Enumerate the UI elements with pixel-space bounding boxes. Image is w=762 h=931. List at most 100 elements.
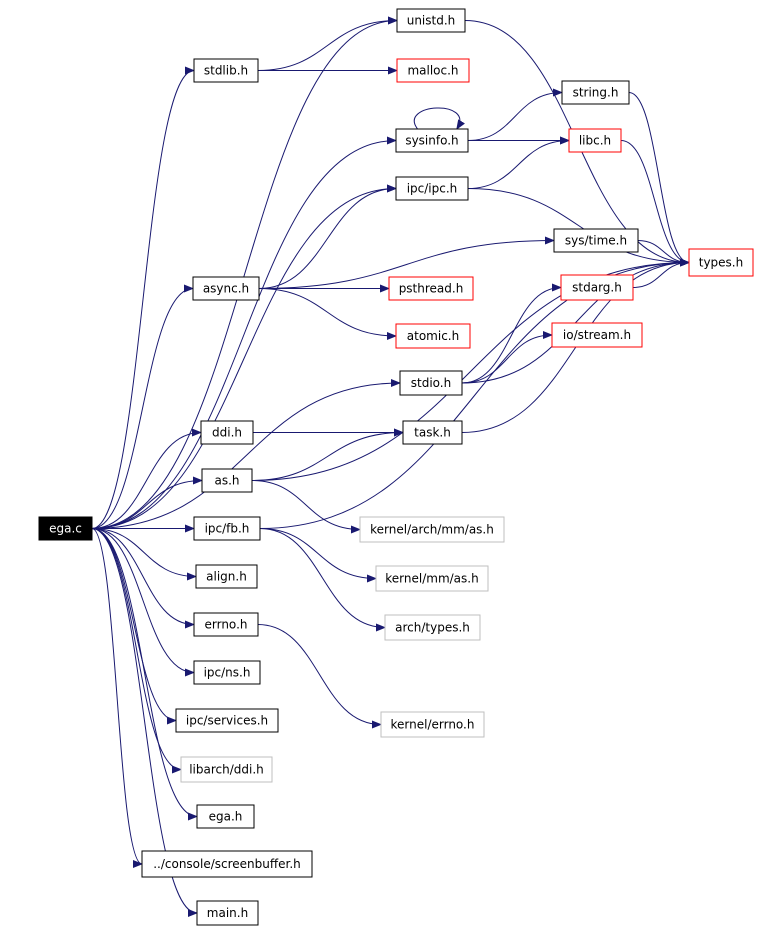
node-box [196,900,259,926]
node-box [688,248,754,277]
node-label: align.h [206,570,247,584]
node-label: ega.h [209,810,243,824]
node-string-h[interactable]: string.h [561,80,630,105]
node-ddi-h[interactable]: ddi.h [200,420,254,445]
node-box [568,128,622,153]
node-label: async.h [203,282,249,296]
node-kernel-mm-as-h[interactable]: kernel/mm/as.h [375,565,489,592]
node-box [200,420,254,445]
node-box [193,58,259,83]
node-box [193,516,261,541]
node-box [201,468,253,493]
node-label: kernel/mm/as.h [385,572,478,586]
node-box [396,8,466,33]
node-stdio-h[interactable]: stdio.h [399,370,463,396]
node-label: atomic.h [407,329,459,343]
node-ega-c[interactable]: ega.c [38,516,93,541]
node-box [193,660,261,685]
edge-ega-c-to-console-screenbuffer-h [91,528,143,868]
edges [91,16,690,917]
node-box [375,565,489,592]
node-stdarg-h[interactable]: stdarg.h [560,274,634,301]
edge-ega-c-to-ipc-ipc-h [91,184,397,529]
node-box [193,612,259,637]
node-ega-h[interactable]: ega.h [196,804,255,829]
edge-async-h-to-sys-time-h [258,236,555,289]
node-errno-h[interactable]: errno.h [193,612,259,637]
node-box [141,850,313,878]
edge-sysinfo-h-to-sysinfo-h [414,107,465,130]
edge-ega-c-to-unistd-h [91,16,398,529]
node-label: ../console/screenbuffer.h [153,857,301,871]
edge-sys-time-h-to-types-h [637,240,690,267]
node-box [395,323,471,349]
edge-ega-c-to-libarch-ddi-h [91,528,182,774]
node-as-h[interactable]: as.h [201,468,253,493]
node-atomic-h[interactable]: atomic.h [395,323,471,349]
node-label: unistd.h [407,14,456,28]
node-psthread-h[interactable]: psthread.h [388,276,474,301]
edge-as-h-to-task-h [251,428,404,481]
node-main-h[interactable]: main.h [196,900,259,926]
node-unistd-h[interactable]: unistd.h [396,8,466,33]
node-libc-h[interactable]: libc.h [568,128,622,153]
edge-ega-c-to-ipc-services-h [91,528,177,725]
node-box [560,274,634,301]
edge-as-h-to-kernel-arch-mm-as-h [251,480,361,534]
node-kernel-arch-mm-as-h[interactable]: kernel/arch/mm/as.h [359,516,505,543]
edge-ega-c-to-as-h [91,476,203,529]
node-io-stream-h[interactable]: io/stream.h [551,322,643,348]
node-label: stdio.h [411,376,451,390]
node-malloc-h[interactable]: malloc.h [396,58,470,83]
node-box [192,276,260,301]
node-label: ddi.h [212,426,242,440]
node-box [196,804,255,829]
node-sys-time-h[interactable]: sys/time.h [553,228,639,253]
node-async-h[interactable]: async.h [192,276,260,301]
node-box [180,756,273,783]
edge-ega-c-to-stdlib-h [91,66,195,529]
node-task-h[interactable]: task.h [402,420,463,445]
node-label: ega.c [49,522,82,536]
node-label: as.h [214,474,239,488]
edge-async-h-to-atomic-h [258,288,397,340]
node-types-h[interactable]: types.h [688,248,754,277]
node-label: malloc.h [407,64,458,78]
edge-stdio-h-to-stdarg-h [461,283,562,384]
node-box [399,370,463,396]
node-label: ipc/ns.h [204,666,251,680]
edge-ipc-ipc-h-to-libc-h [467,136,570,189]
node-ipc-ns-h[interactable]: ipc/ns.h [193,660,261,685]
edge-string-h-to-types-h [628,92,690,267]
node-ipc-fb-h[interactable]: ipc/fb.h [193,516,261,541]
edge-libc-h-to-types-h [620,140,690,267]
node-box [551,322,643,348]
node-arch-types-h[interactable]: arch/types.h [384,614,481,641]
node-label: task.h [414,426,451,440]
node-label: ipc/fb.h [205,522,250,536]
node-box [402,420,463,445]
node-box [561,80,630,105]
node-sysinfo-h[interactable]: sysinfo.h [395,128,469,153]
node-label: libc.h [579,134,611,148]
node-box [380,711,485,738]
edge-ega-c-to-sysinfo-h [91,136,397,529]
node-label: ipc/ipc.h [407,182,458,196]
edge-as-h-to-types-h [251,258,690,481]
node-stdlib-h[interactable]: stdlib.h [193,58,259,83]
node-kernel-errno-h[interactable]: kernel/errno.h [380,711,485,738]
node-box [395,176,469,201]
node-label: string.h [573,86,619,100]
node-console-screenbuffer-h[interactable]: ../console/screenbuffer.h [141,850,313,878]
node-label: io/stream.h [563,328,631,342]
node-label: sys/time.h [565,234,627,248]
edge-ipc-fb-h-to-arch-types-h [259,528,386,632]
node-label: psthread.h [399,282,464,296]
node-ipc-services-h[interactable]: ipc/services.h [175,708,279,733]
node-box [359,516,505,543]
node-libarch-ddi-h[interactable]: libarch/ddi.h [180,756,273,783]
edge-ega-c-to-ipc-ns-h [91,528,195,677]
node-label: main.h [207,906,248,920]
node-ipc-ipc-h[interactable]: ipc/ipc.h [395,176,469,201]
node-align-h[interactable]: align.h [195,564,258,589]
